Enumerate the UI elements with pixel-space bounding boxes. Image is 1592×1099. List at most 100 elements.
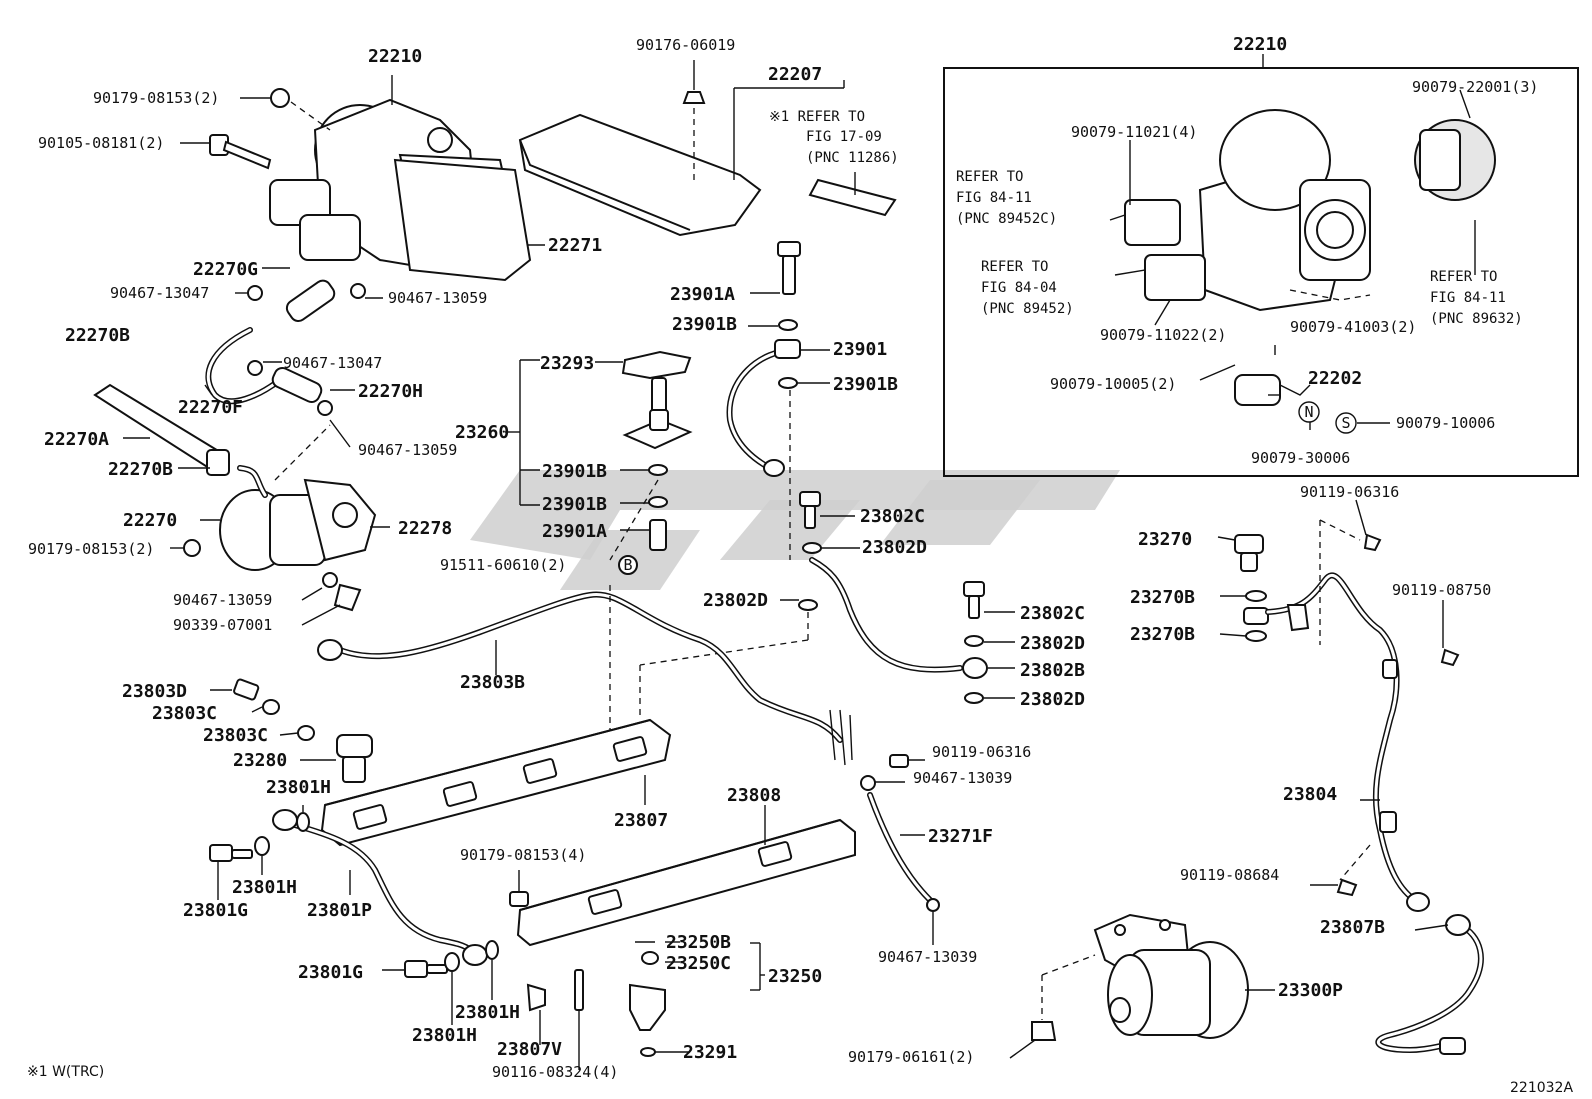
gasket-22271 <box>393 158 532 282</box>
ref-b-line2: FIG 84-04 <box>981 280 1057 296</box>
label-23801P: 23801P <box>307 900 372 921</box>
label-90119-06316-a: 90119-06316 <box>932 743 1031 761</box>
label-23802D-b: 23802D <box>703 590 768 611</box>
union-bolts-23802 <box>639 491 1015 720</box>
label-23260: 23260 <box>455 422 509 443</box>
label-23293: 23293 <box>540 353 594 374</box>
ref-c-line1: REFER TO <box>1430 269 1497 285</box>
labels-main: 22210 90179-08153(2) 90105-08181(2) 2227… <box>28 36 1491 1081</box>
label-23901B-c: 23901B <box>542 461 607 482</box>
hoses-left <box>93 267 383 588</box>
stud-23807V <box>526 969 584 1070</box>
ref1-line2: FIG 17-09 <box>806 129 882 145</box>
ref-a-line3: (PNC 89452C) <box>956 211 1057 227</box>
label-90339-07001: 90339-07001 <box>173 616 272 634</box>
label-90079-11022: 90079-11022(2) <box>1100 326 1226 344</box>
label-22270A: 22270A <box>44 429 109 450</box>
label-23801H-a: 23801H <box>266 777 331 798</box>
label-23271F: 23271F <box>928 826 993 847</box>
label-23801G-b: 23801G <box>298 962 363 983</box>
label-22202: 22202 <box>1308 368 1362 389</box>
ref-a-line1: REFER TO <box>956 169 1023 185</box>
inset-title-22210: 22210 <box>1233 34 1287 55</box>
label-23807V: 23807V <box>497 1039 562 1060</box>
label-22278: 22278 <box>398 518 452 539</box>
fuel-filter-23300P <box>1009 913 1275 1059</box>
label-23250C: 23250C <box>666 953 731 974</box>
label-23804: 23804 <box>1283 784 1337 805</box>
isc-valve-22270 <box>170 424 390 626</box>
label-90467-13047-a: 90467-13047 <box>110 284 209 302</box>
label-23801H-d: 23801H <box>412 1025 477 1046</box>
label-90179-08153-a: 90179-08153(2) <box>93 89 219 107</box>
label-90467-13047-b: 90467-13047 <box>283 354 382 372</box>
inset-panel <box>943 54 1579 477</box>
label-23270: 23270 <box>1138 529 1192 550</box>
label-23901: 23901 <box>833 339 887 360</box>
label-90079-22001: 90079-22001(3) <box>1412 78 1538 96</box>
label-22270H: 22270H <box>358 381 423 402</box>
hose-23271F <box>860 754 940 945</box>
drawing-number: 221032A <box>1510 1080 1573 1096</box>
label-90467-13059-b: 90467-13059 <box>358 441 457 459</box>
label-90179-08153-c: 90179-08153(4) <box>460 846 586 864</box>
label-90079-41003: 90079-41003(2) <box>1290 318 1416 336</box>
label-90079-10005: 90079-10005(2) <box>1050 375 1176 393</box>
label-23250B: 23250B <box>666 932 731 953</box>
label-23802D-d: 23802D <box>1020 689 1085 710</box>
label-90116-08324: 90116-08324(4) <box>492 1063 618 1081</box>
label-23801H-c: 23801H <box>455 1002 520 1023</box>
label-23802C-a: 23802C <box>860 506 925 527</box>
ref-c-line3: (PNC 89632) <box>1430 311 1523 327</box>
label-90467-13039-a: 90467-13039 <box>913 769 1012 787</box>
symbol-b: B <box>623 556 632 574</box>
label-90176-06019: 90176-06019 <box>636 36 735 54</box>
ref1-line1: ※1 REFER TO <box>769 109 865 125</box>
label-23901A-b: 23901A <box>542 521 607 542</box>
label-23901A: 23901A <box>670 284 735 305</box>
label-23901B-b: 23901B <box>833 374 898 395</box>
label-23291: 23291 <box>683 1042 737 1063</box>
ref-b-line3: (PNC 89452) <box>981 301 1074 317</box>
fuel-line-23804 <box>1217 499 1460 912</box>
footnote: ※1 W(TRC) <box>27 1064 104 1080</box>
label-23280: 23280 <box>233 750 287 771</box>
label-23270B-a: 23270B <box>1130 587 1195 608</box>
label-22207: 22207 <box>768 64 822 85</box>
label-90079-10006: 90079-10006 <box>1396 414 1495 432</box>
symbol-s: S <box>1341 414 1350 432</box>
ref-b-line1: REFER TO <box>981 259 1048 275</box>
label-22270B-a: 22270B <box>65 325 130 346</box>
ref-a-line2: FIG 84-11 <box>956 190 1032 206</box>
label-22210: 22210 <box>368 46 422 67</box>
label-23901B-d: 23901B <box>542 494 607 515</box>
label-23270B-b: 23270B <box>1130 624 1195 645</box>
ref-c-line2: FIG 84-11 <box>1430 290 1506 306</box>
label-23802B: 23802B <box>1020 660 1085 681</box>
label-22271: 22271 <box>548 235 602 256</box>
label-23802C-b: 23802C <box>1020 603 1085 624</box>
label-23803C-a: 23803C <box>152 703 217 724</box>
label-90467-13039-b: 90467-13039 <box>878 948 977 966</box>
delivery-pipe-23808 <box>509 805 856 947</box>
label-90119-08684: 90119-08684 <box>1180 866 1279 884</box>
label-23801H-b: 23801H <box>232 877 297 898</box>
pulsation-damper-23260: B <box>505 350 693 575</box>
label-23807B: 23807B <box>1320 917 1385 938</box>
label-22270: 22270 <box>123 510 177 531</box>
label-23803D: 23803D <box>122 681 187 702</box>
label-23803C-b: 23803C <box>203 725 268 746</box>
pressure-regulator-23280 <box>210 678 373 783</box>
label-22270B-b: 22270B <box>108 459 173 480</box>
label-90079-30006: 90079-30006 <box>1251 449 1350 467</box>
labels-inset: 22210 90079-22001(3) 90079-11021(4) REFE… <box>956 34 1538 467</box>
symbol-n: N <box>1304 403 1313 421</box>
label-23802D-a: 23802D <box>862 537 927 558</box>
ref1-line3: (PNC 11286) <box>806 150 899 166</box>
label-23901B-a: 23901B <box>672 314 737 335</box>
label-90467-13059-c: 90467-13059 <box>173 591 272 609</box>
label-90467-13059-a: 90467-13059 <box>388 289 487 307</box>
delivery-pipe-23807 <box>320 718 672 847</box>
fuel-pipe-23807B <box>1375 914 1484 1055</box>
